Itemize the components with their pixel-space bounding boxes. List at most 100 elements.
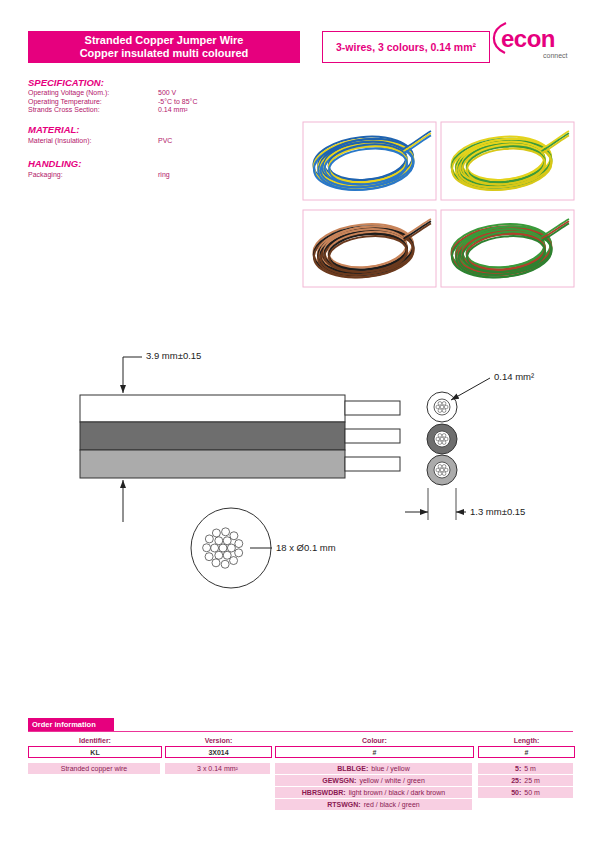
strand xyxy=(219,544,227,552)
cell-text: 50: xyxy=(511,789,521,796)
order-field: Colour:# xyxy=(275,746,474,758)
dimension-arrow xyxy=(123,480,124,522)
brand-subtitle: connect xyxy=(543,52,568,60)
cell-text: RTSWGN: xyxy=(327,801,360,808)
strand-dot xyxy=(438,441,442,445)
strand xyxy=(212,559,220,567)
strand xyxy=(235,549,243,557)
wire-loop xyxy=(312,136,416,194)
wire-coil-photo xyxy=(441,210,574,287)
extension-line xyxy=(456,488,457,520)
title-banner: Stranded Copper Jumper WireCopper insula… xyxy=(28,31,300,63)
wire-loop xyxy=(312,224,416,282)
cross-section xyxy=(427,424,457,454)
wire-loop xyxy=(461,142,547,188)
strand-dot xyxy=(436,405,440,409)
wire-loop xyxy=(457,230,548,279)
cell-text: # xyxy=(525,749,529,756)
wire-tail xyxy=(542,219,570,237)
wire-coil-photo xyxy=(303,210,436,287)
column-heading: Version: xyxy=(166,737,271,744)
strand-dot xyxy=(444,437,448,441)
wire-loop xyxy=(323,142,409,188)
cell-text: 3 x 0.14 mm² xyxy=(197,765,238,772)
conductor xyxy=(434,431,450,447)
strand-dot xyxy=(442,434,446,438)
strand-dot xyxy=(440,437,444,441)
section-heading: HANDLING: xyxy=(28,159,81,170)
wire-loop xyxy=(465,232,546,275)
cell-text: 25: xyxy=(511,777,521,784)
column-heading: Identifier: xyxy=(29,737,161,744)
wire-tail xyxy=(404,221,432,239)
cell-text: 50 m xyxy=(524,789,540,796)
wire-loop xyxy=(450,224,554,282)
cable-core-white xyxy=(80,395,345,422)
photo-frame xyxy=(441,122,574,200)
cell-text: red / black / green xyxy=(364,801,420,808)
wire-coil-photo xyxy=(441,122,574,200)
spec-name: Operating Voltage (Nom.): xyxy=(28,89,109,97)
strand-dots xyxy=(434,399,450,478)
cell-text: HBRSWDBR: xyxy=(302,789,346,796)
wire-tail xyxy=(542,131,570,149)
dimension-arrow xyxy=(123,357,124,393)
wire-loop xyxy=(316,137,416,192)
order-field: Version:3X014 xyxy=(165,746,272,758)
wire-loop xyxy=(318,140,409,189)
strand xyxy=(205,553,213,561)
wire-loop xyxy=(327,145,408,188)
section-rule xyxy=(28,731,573,732)
spec-value: -5°C to 85°C xyxy=(158,98,197,106)
strand-dot xyxy=(438,434,442,438)
wire-loop xyxy=(450,136,554,194)
wire-loop xyxy=(456,140,547,189)
section-heading: MATERIAL: xyxy=(28,125,80,136)
strand xyxy=(222,528,230,536)
summary-box: 3-wires, 3 colours, 0.14 mm² xyxy=(322,31,490,63)
strand xyxy=(215,551,223,559)
order-field: Length:# xyxy=(478,746,575,758)
strand xyxy=(205,535,213,543)
strand-dot xyxy=(436,437,440,441)
cable-core-dark xyxy=(80,422,345,450)
wire-loop xyxy=(461,230,547,276)
cell-text: Stranded copper wire xyxy=(61,765,128,772)
order-field: Identifier:KL xyxy=(28,746,162,758)
dimension-label: 1.3 mm±0.15 xyxy=(470,507,525,518)
wire-tail xyxy=(404,131,432,149)
wire-tail xyxy=(404,219,432,237)
strand-dot xyxy=(442,409,446,413)
spec-value: 500 V xyxy=(158,89,176,97)
strand-circle xyxy=(191,508,271,588)
spec-value: 0.14 mm² xyxy=(158,106,188,114)
wire-tail xyxy=(542,223,570,241)
dimension-label: 3.9 mm±0.15 xyxy=(146,351,201,362)
wire-tail xyxy=(542,221,570,239)
spec-name: Packaging: xyxy=(28,171,63,179)
dimension-label: 0.14 mm² xyxy=(494,372,534,383)
cell-text: Stranded Copper Jumper Wire xyxy=(85,34,244,47)
wire-loop xyxy=(457,142,548,191)
wire-loop xyxy=(319,230,410,279)
cable-core-light xyxy=(80,450,345,478)
cell-text: 3-wires, 3 colours, 0.14 mm² xyxy=(336,41,476,53)
wire-loop xyxy=(465,145,546,188)
spec-value: PVC xyxy=(158,137,172,145)
spec-name: Material (Insulation): xyxy=(28,137,91,145)
leader-line xyxy=(123,357,142,358)
strand xyxy=(203,544,211,552)
strand-dot xyxy=(438,465,442,469)
column-heading: Colour: xyxy=(276,737,473,744)
wire-tail xyxy=(404,135,432,153)
brand-logo: econ xyxy=(501,27,555,51)
strand-dot xyxy=(444,405,448,409)
strand-bundle xyxy=(203,528,243,568)
cell-text: GEWSGN: xyxy=(322,777,356,784)
wire-tail xyxy=(404,223,432,241)
strand-dot xyxy=(438,402,442,406)
strand xyxy=(221,560,229,568)
cell-text: BLBLGE: xyxy=(337,765,368,772)
spec-name: Strands Cross Section: xyxy=(28,106,100,114)
wire-tail xyxy=(542,135,570,153)
